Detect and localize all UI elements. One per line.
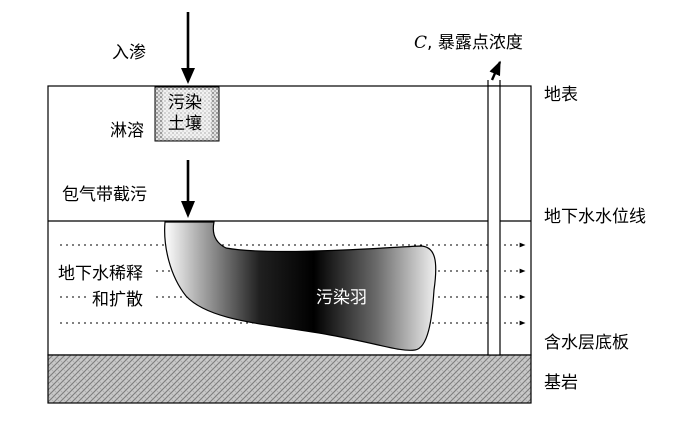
label-vadose-retention: 包气带截污 (62, 185, 147, 205)
exposure-arrow (489, 60, 502, 81)
label-plume: 污染羽 (316, 288, 367, 308)
label-exposure-text: , 暴露点浓度 (427, 33, 523, 53)
label-infiltration: 入渗 (112, 43, 146, 63)
bedrock-layer (47, 354, 532, 404)
label-dilution-1: 地下水稀释 (58, 264, 143, 284)
label-bedrock: 基岩 (544, 373, 578, 393)
label-polluted-soil-2: 土壤 (168, 113, 202, 134)
label-exposure-symbol: C (414, 33, 427, 53)
label-water-table: 地下水水位线 (544, 207, 646, 227)
label-aquifer-bottom: 含水层底板 (544, 333, 629, 353)
label-dilution-2: 和扩散 (92, 290, 143, 310)
infiltration-arrow (181, 12, 195, 84)
label-polluted-soil-1: 污染 (168, 93, 202, 113)
label-ground-surface: 地表 (544, 85, 578, 105)
monitoring-well (487, 85, 501, 356)
label-leaching: 淋溶 (110, 121, 144, 141)
label-exposure: C, 暴露点浓度 (414, 33, 523, 53)
contaminant-plume (164, 221, 437, 351)
leaching-arrow (181, 160, 195, 218)
